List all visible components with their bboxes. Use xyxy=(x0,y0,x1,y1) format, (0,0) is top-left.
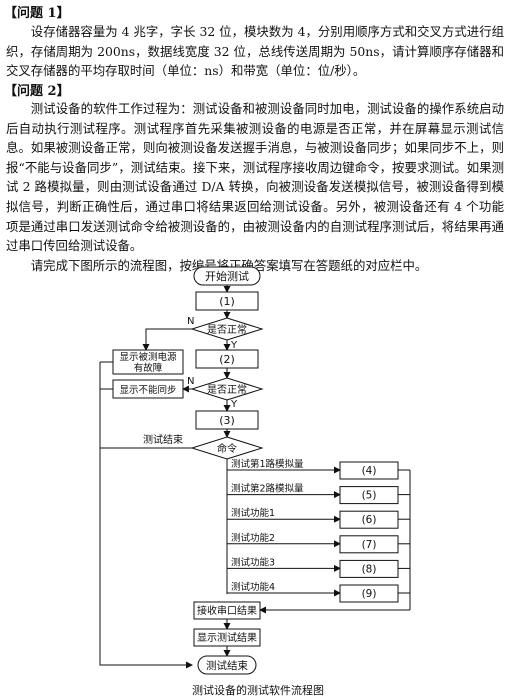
problem2-heading: 【问题 2】 xyxy=(4,84,70,99)
decision1-label: 是否正常 xyxy=(207,323,247,336)
branch-label: 测试第1路模拟量 xyxy=(231,458,304,470)
branch-label: 测试功能4 xyxy=(231,581,275,593)
problem1-text: 设存储器容量为 4 兆字，字长 32 位，模块数为 4，分别用顺序方式和交叉方式… xyxy=(6,22,504,81)
decision2-no-label: N xyxy=(187,376,194,387)
end-label: 测试结束 xyxy=(206,659,248,672)
branch-box-label: (7) xyxy=(362,539,377,551)
branch-box-label: (8) xyxy=(362,563,377,575)
decision2-label: 是否正常 xyxy=(207,383,247,396)
test-end-branch-label: 测试结束 xyxy=(143,433,183,446)
power-error-line2: 有故障 xyxy=(134,362,163,374)
problem2-paragraph: 测试设备的软件工作过程为：测试设备和被测设备同时加电，测试设备的操作系统启动后自… xyxy=(6,101,504,254)
problem2-text: 测试设备的软件工作过程为：测试设备和被测设备同时加电，测试设备的操作系统启动后自… xyxy=(6,99,504,275)
decision1-yes-label: Y xyxy=(230,340,238,351)
command-label: 命令 xyxy=(217,442,237,455)
problem1-paragraph: 设存储器容量为 4 兆字，字长 32 位，模块数为 4，分别用顺序方式和交叉方式… xyxy=(6,24,504,79)
decision1-no-label: N xyxy=(187,316,194,327)
step1-label: (1) xyxy=(219,295,235,308)
branch-label: 测试功能1 xyxy=(231,507,275,519)
step3-label: (3) xyxy=(219,414,235,427)
decision2-yes-label: Y xyxy=(230,399,238,410)
power-error-line1: 显示被测电源 xyxy=(119,351,177,363)
end-terminal xyxy=(197,655,257,675)
step2-label: (2) xyxy=(219,353,235,366)
branch-label: 测试功能2 xyxy=(231,532,275,544)
problem2-instruction: 请完成下图所示的流程图，按编号将正确答案填写在答题纸的对应栏中。 xyxy=(30,257,428,273)
branch-box-label: (6) xyxy=(362,514,377,526)
flowchart-caption: 测试设备的测试软件流程图 xyxy=(192,683,324,697)
problem1-heading: 【问题 1】 xyxy=(4,6,70,21)
power-error-box xyxy=(112,349,184,375)
receive-label: 接收串口结果 xyxy=(197,604,257,617)
sync-error-label: 显示不能同步 xyxy=(119,384,176,396)
branch-group: 测试第1路模拟量 (4) 测试第2路模拟量 (5) 测试功能1 (6) 测试功能2 (7) 测试… xyxy=(226,458,410,603)
branch-label: 测试功能3 xyxy=(231,556,275,568)
branch-box-label: (4) xyxy=(362,465,377,477)
branch-box-label: (5) xyxy=(362,490,377,502)
branch-box-label: (9) xyxy=(362,588,377,600)
display-label: 显示测试结果 xyxy=(197,631,257,644)
branch-label: 测试第2路模拟量 xyxy=(231,483,304,495)
start-label: 开始测试 xyxy=(205,269,249,283)
